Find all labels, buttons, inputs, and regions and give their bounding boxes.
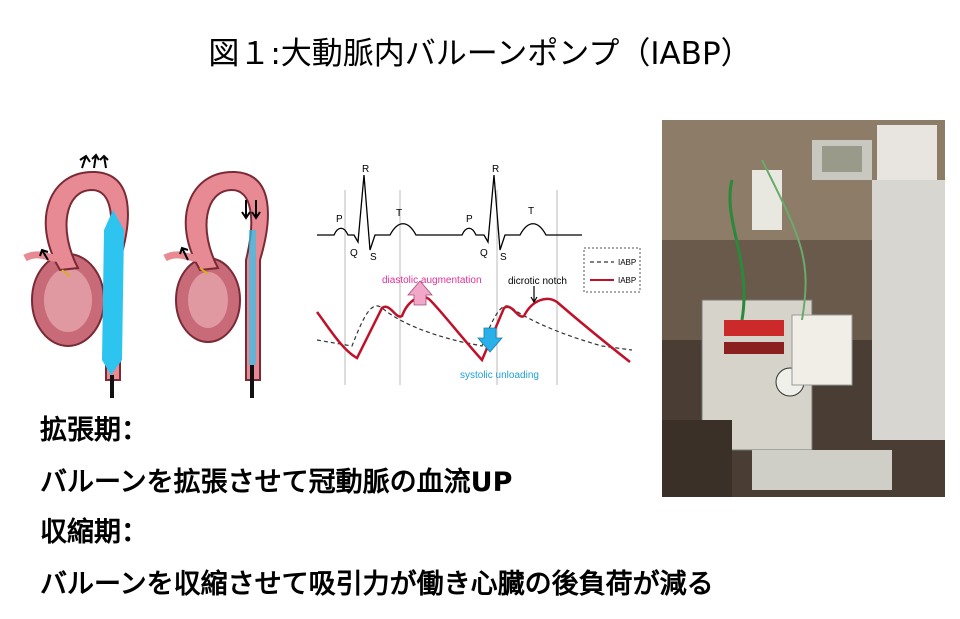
flow-arrow-icon [179, 246, 189, 261]
inflated-balloon [102, 210, 124, 375]
page-title: 図１:大動脈内バルーンポンプ（IABP） [208, 36, 752, 72]
contraction-description: バルーンを収縮させて吸引力が働き心臓の後負荷が減る [40, 569, 714, 600]
dicrotic-notch-label: dicrotic notch [508, 276, 567, 287]
dilation-heading: 拡張期： [40, 415, 148, 446]
ecg-label-p: P [466, 214, 473, 225]
flow-arrow-icon [91, 153, 100, 169]
flow-arrow-icon [79, 154, 91, 169]
ecg-label-r: R [362, 164, 369, 175]
legend-label-iabp: IABP [618, 276, 636, 285]
flow-arrow-icon [241, 200, 251, 220]
deflated-balloon [249, 230, 256, 365]
ecg-label-r: R [492, 164, 499, 175]
diastolic-augmentation-label: diastolic augmentation [382, 275, 482, 286]
dilation-description: バルーンを拡張させて冠動脈の血流UP [40, 467, 513, 498]
systolic-unloading-label: systolic unloading [460, 370, 539, 381]
aorta-arch [184, 170, 269, 381]
ecg-label-q: Q [350, 248, 358, 259]
ecg-label-t: T [396, 208, 402, 219]
flow-arrow-icon [99, 154, 109, 169]
ecg-label-s: S [500, 252, 507, 263]
ecg-label-t: T [528, 206, 534, 217]
ecg-label-q: Q [480, 248, 488, 259]
aorta-balloon-inflated-illustration [23, 153, 129, 398]
contraction-heading: 収縮期： [40, 517, 148, 548]
flow-arrow-icon [251, 200, 261, 220]
diastolic-augmentation-arrow-icon [407, 280, 433, 306]
ecg-label-p: P [336, 214, 343, 225]
legend-label-baseline: IABP [618, 258, 636, 267]
legend-box [583, 247, 641, 293]
ecg-trace [317, 174, 582, 251]
aorta-balloon-deflated-illustration [163, 170, 269, 398]
iabp-console-photo [662, 120, 945, 497]
systolic-unloading-arrow-icon [477, 327, 503, 353]
ecg-label-s: S [370, 252, 377, 263]
dicrotic-notch-arrow-icon [530, 286, 538, 304]
flow-arrow-icon [39, 248, 49, 261]
iabp-waveform-diagram: P R Q S T P R Q S T diastolic augmentati… [316, 164, 641, 385]
iabp-pressure-curve [316, 295, 631, 363]
